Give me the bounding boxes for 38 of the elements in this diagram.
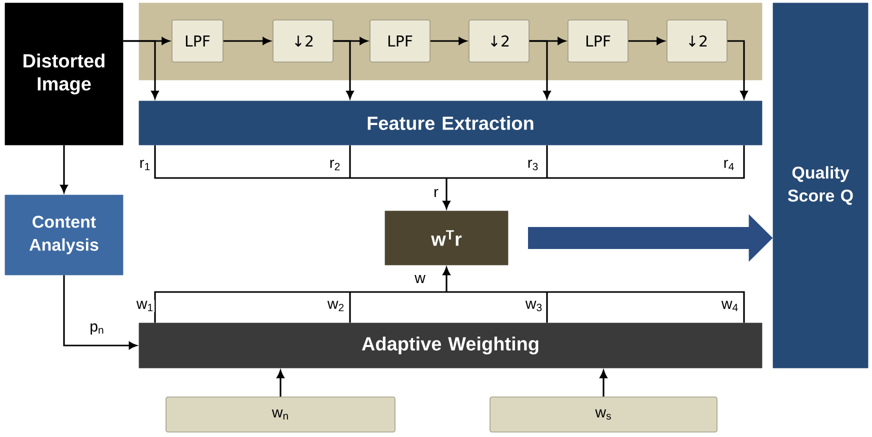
output-box: Quality Score Q: [772, 2, 868, 368]
signal-label: w$_{3}$: [524, 300, 544, 312]
arrow: [63, 275, 137, 350]
process-bar: Feature Extraction: [138, 100, 762, 146]
signal-label: r$_{3}$: [526, 158, 540, 172]
process-bar: Adaptive Weighting: [138, 322, 762, 368]
edge-label: r: [432, 188, 440, 198]
signal-label: w$_{1}$: [135, 300, 155, 312]
arrow: [123, 40, 159, 99]
arrow: [529, 40, 551, 99]
input-box: w$_{s}$: [490, 396, 718, 432]
arrow: [60, 145, 68, 193]
edge-label: p$_{n}$: [88, 322, 106, 336]
arrow: [154, 267, 745, 324]
arrow: [727, 40, 748, 99]
arrow: [333, 40, 354, 99]
filter-box: LPF: [370, 20, 430, 62]
downsample-box: ↓2: [666, 20, 728, 62]
signal-label: r$_{1}$: [138, 158, 152, 172]
arrow: [430, 37, 467, 45]
input-box: w$_{n}$: [166, 396, 396, 432]
arrow: [154, 144, 745, 209]
edge-label: w: [414, 274, 426, 284]
signal-label: w$_{2}$: [326, 300, 346, 312]
signal-label: r$_{2}$: [328, 158, 342, 172]
filter-box: LPF: [568, 20, 628, 62]
process-box: Content Analysis: [4, 194, 124, 276]
downsample-box: ↓2: [272, 20, 334, 62]
filter-box: LPF: [172, 20, 224, 62]
product-box: w$^{T}$r: [384, 210, 508, 266]
arrow: [223, 37, 271, 45]
arrow: [276, 370, 284, 397]
downsample-box: ↓2: [468, 20, 530, 62]
arrow: [628, 37, 665, 45]
signal-label: w$_{4}$: [720, 300, 740, 312]
signal-label: r$_{4}$: [722, 158, 736, 172]
arrow: [600, 370, 608, 397]
image-box: Distorted Image: [4, 2, 124, 146]
